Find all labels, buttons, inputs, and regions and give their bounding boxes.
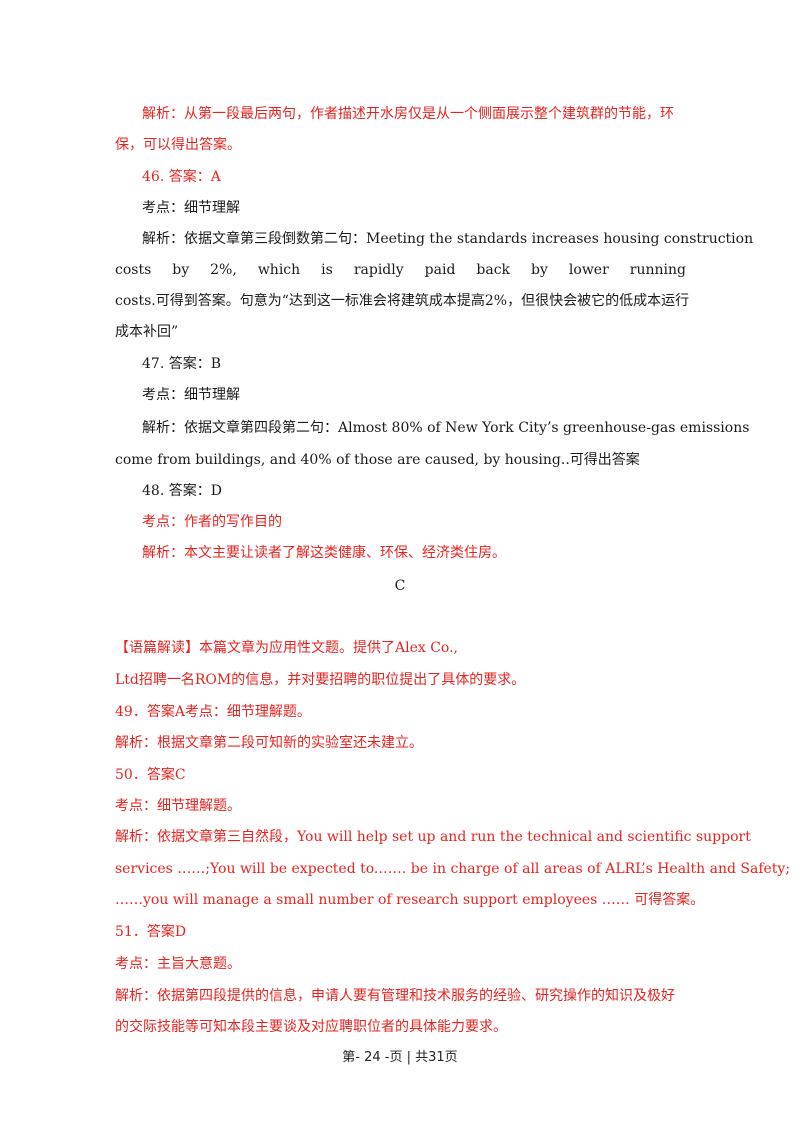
q50-analysis-line-2: services ……;You will be expected to.…… b… xyxy=(115,861,791,877)
word: rapidly xyxy=(353,262,404,278)
q49-answer: 49．答案A考点：细节理解题。 xyxy=(115,704,311,720)
word: costs xyxy=(115,262,152,278)
q46-analysis-line-1: 解析：依据文章第三段倒数第二句：Meeting the standards in… xyxy=(142,231,754,247)
q50-answer: 50．答案C xyxy=(115,767,186,783)
word: which xyxy=(257,262,301,278)
q51-point: 考点：主旨大意题。 xyxy=(115,956,241,972)
q46-point: 考点：细节理解 xyxy=(142,200,240,216)
q47-answer: 47. 答案：B xyxy=(142,356,222,372)
section-letter: C xyxy=(394,578,406,594)
q51-answer: 51．答案D xyxy=(115,924,187,940)
word: by xyxy=(531,262,548,278)
q49-analysis: 解析：根据文章第二段可知新的实验室还未建立。 xyxy=(115,735,423,751)
q46-analysis-line-3: costs.可得到答案。句意为“达到这一标准会将建筑成本提高2%，但很快会被它的… xyxy=(115,293,690,309)
word: paid xyxy=(424,262,456,278)
q45-analysis-line-1: 解析：从第一段最后两句，作者描述开水房仅是从一个侧面展示整个建筑群的节能，环 xyxy=(142,106,674,122)
word: is xyxy=(321,262,333,278)
word: back xyxy=(476,262,511,278)
q48-point: 考点：作者的写作目的 xyxy=(142,514,282,530)
q48-answer: 48. 答案：D xyxy=(142,483,222,499)
q46-analysis-line-4: 成本补回” xyxy=(115,324,179,340)
q45-analysis-line-2: 保，可以得出答案。 xyxy=(115,137,241,153)
q47-point: 考点：细节理解 xyxy=(142,387,240,403)
q46-analysis-line-2: costs by 2%, which is rapidly paid back … xyxy=(115,260,686,280)
q50-point: 考点：细节理解题。 xyxy=(115,798,241,814)
q51-analysis-line-1: 解析：依据第四段提供的信息，申请人要有管理和技术服务的经验、研究操作的知识及极好 xyxy=(115,988,675,1004)
q48-analysis: 解析：本文主要让读者了解这类健康、环保、经济类住房。 xyxy=(142,545,506,561)
word: 2%, xyxy=(210,262,237,278)
word: lower xyxy=(568,262,609,278)
word: by xyxy=(172,262,190,278)
q47-analysis-line-1: 解析：依据文章第四段第二句：Almost 80% of New York Cit… xyxy=(142,420,750,436)
reading-intro-line-2: Ltd招聘一名ROM的信息，并对要招聘的职位提出了具体的要求。 xyxy=(115,672,526,688)
word: running xyxy=(629,262,686,278)
q46-answer: 46. 答案：A xyxy=(142,169,221,185)
page-number-footer: 第- 24 -页 | 共31页 xyxy=(342,1050,458,1065)
q47-analysis-line-2: come from buildings, and 40% of those ar… xyxy=(115,452,640,468)
q50-analysis-line-1: 解析：依据文章第三自然段，You will help set up and ru… xyxy=(115,829,751,845)
q50-analysis-line-3: ……you will manage a small number of rese… xyxy=(115,892,705,908)
q51-analysis-line-2: 的交际技能等可知本段主要谈及对应聘职位者的具体能力要求。 xyxy=(115,1019,507,1035)
reading-intro-line-1: 【语篇解读】本篇文章为应用性文题。提供了Alex Co., xyxy=(115,640,459,656)
